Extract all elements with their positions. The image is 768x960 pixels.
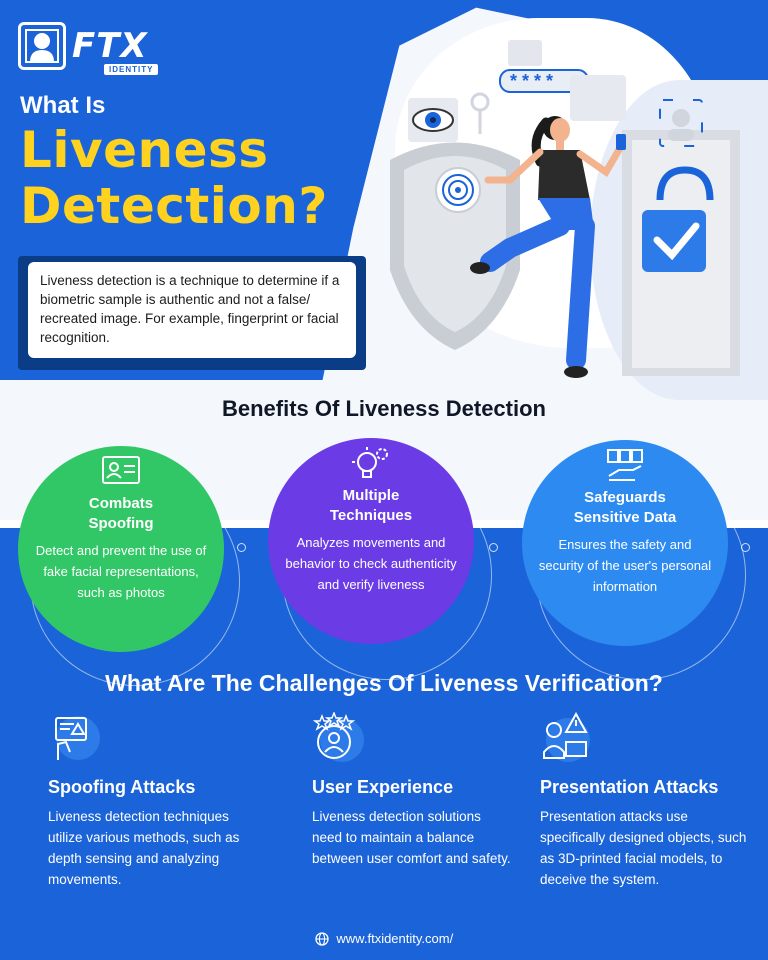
woman-figure bbox=[470, 116, 626, 378]
challenges-heading: What Are The Challenges Of Liveness Veri… bbox=[105, 670, 663, 696]
user-experience-icon bbox=[312, 710, 364, 762]
benefit-title: Multiple Techniques bbox=[329, 487, 413, 524]
challenge-title: Presentation Attacks bbox=[540, 777, 719, 797]
folder-icon bbox=[508, 40, 542, 66]
benefit-text: Analyzes movements and behavior to check… bbox=[285, 535, 457, 592]
liveness-illustration: * * * * bbox=[390, 40, 740, 378]
challenge-text: Presentation attacks use specifically de… bbox=[540, 809, 747, 887]
decorative-dot bbox=[489, 543, 498, 552]
challenge-title: Spoofing Attacks bbox=[48, 777, 196, 797]
presentation-attack-icon bbox=[543, 711, 590, 762]
face-scan-icon bbox=[659, 99, 703, 147]
spoofing-icon bbox=[55, 716, 100, 760]
title-line-2: Detection? bbox=[20, 177, 328, 235]
benefit-title: Safeguards Sensitive Data bbox=[573, 489, 677, 526]
lightbulb-gear-icon bbox=[352, 447, 388, 478]
challenge-title: User Experience bbox=[312, 777, 454, 797]
logo-subtext: IDENTITY bbox=[104, 64, 159, 75]
benefit-text: Ensures the safety and security of the u… bbox=[538, 537, 712, 594]
brand-logo[interactable]: FTX bbox=[18, 22, 148, 70]
decorative-dot bbox=[741, 543, 750, 552]
challenge-user-experience: User Experience Liveness detection solut… bbox=[312, 710, 512, 869]
challenge-presentation-attacks: Presentation Attacks Presentation attack… bbox=[540, 711, 750, 890]
decorative-dot bbox=[237, 543, 246, 552]
benefit-card-multiple-techniques: Multiple Techniques Analyzes movements a… bbox=[268, 438, 474, 644]
password-mask: * * * * bbox=[510, 71, 553, 91]
key-icon bbox=[470, 92, 490, 112]
title-prefix: What Is bbox=[20, 92, 106, 119]
logo-badge-icon bbox=[18, 22, 66, 70]
title-line-1: Liveness bbox=[20, 121, 269, 179]
benefit-card-combats-spoofing: Combats Spoofing Detect and prevent the … bbox=[18, 446, 224, 652]
benefit-text: Detect and prevent the use of fake facia… bbox=[35, 543, 207, 600]
data-hand-icon bbox=[607, 449, 643, 481]
globe-icon bbox=[315, 931, 329, 946]
person-helmet-icon bbox=[25, 29, 59, 63]
profile-card-icon bbox=[570, 75, 626, 121]
padlock-icon bbox=[656, 166, 714, 201]
benefit-card-safeguards-data: Safeguards Sensitive Data Ensures the sa… bbox=[522, 440, 728, 646]
id-card-icon bbox=[102, 456, 140, 484]
benefit-title: Combats Spoofing bbox=[88, 495, 154, 532]
intro-text: Liveness detection is a technique to det… bbox=[28, 262, 356, 358]
benefits-heading: Benefits Of Liveness Detection bbox=[222, 396, 546, 421]
challenge-text: Liveness detection solutions need to mai… bbox=[312, 809, 511, 866]
challenge-text: Liveness detection techniques utilize va… bbox=[48, 809, 240, 887]
website-link[interactable]: www.ftxidentity.com/ bbox=[336, 931, 454, 947]
footer: www.ftxidentity.com/ bbox=[0, 930, 768, 946]
logo-text: FTX bbox=[72, 26, 148, 66]
challenge-spoofing-attacks: Spoofing Attacks Liveness detection tech… bbox=[48, 712, 258, 890]
